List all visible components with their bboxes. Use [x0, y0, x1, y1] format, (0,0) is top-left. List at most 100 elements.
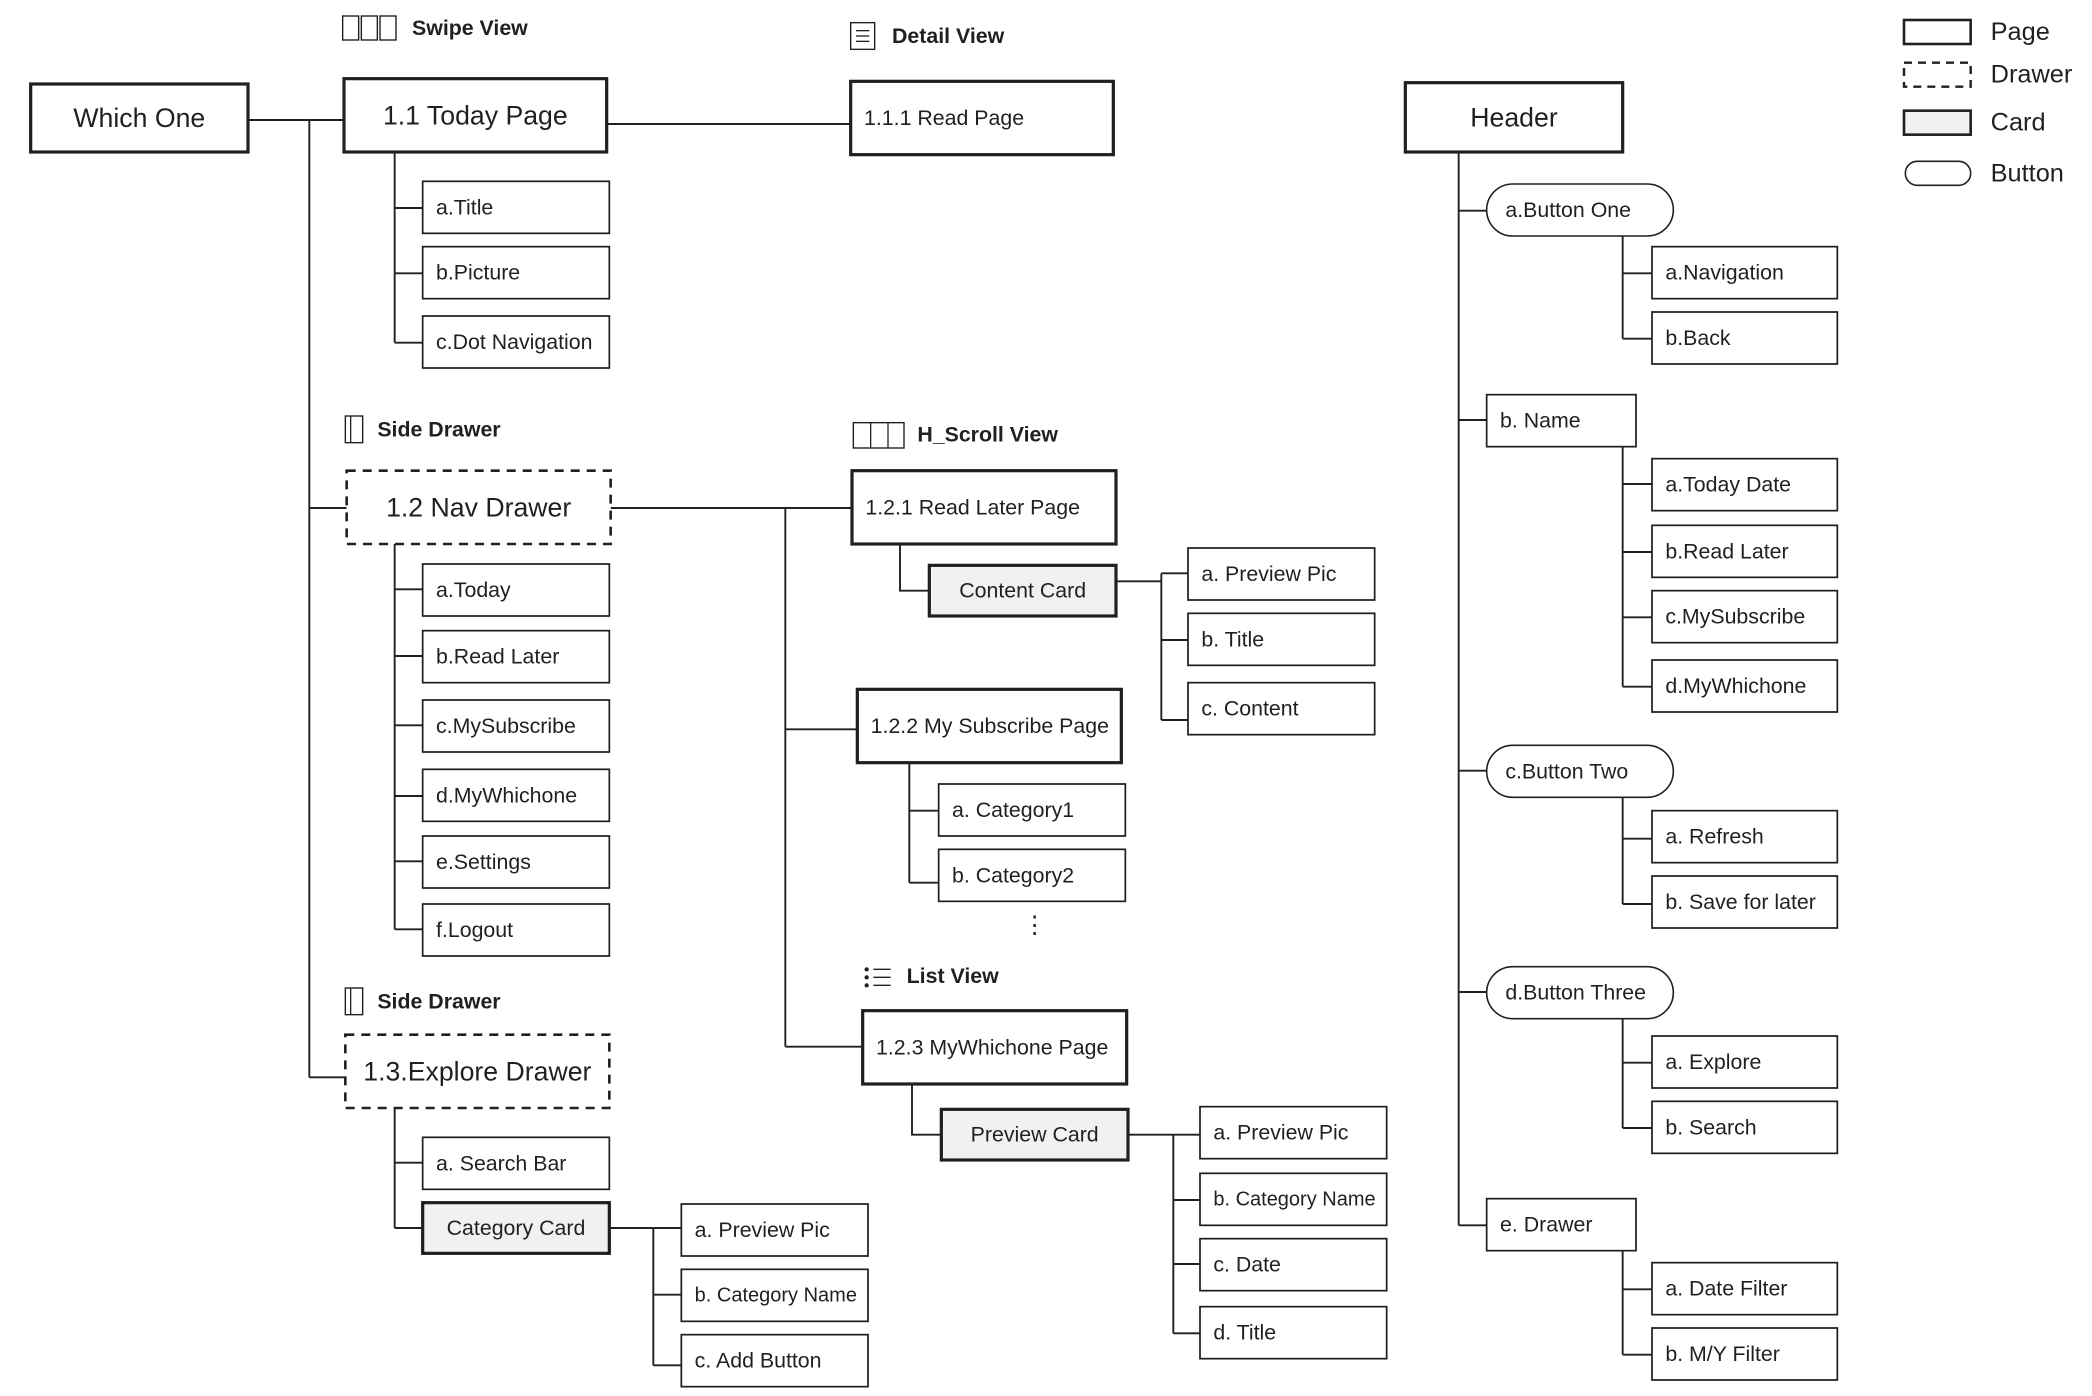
view-label-side-drawer: Side Drawer [377, 417, 500, 441]
node-read-page: 1.1.1 Read Page [849, 79, 1115, 157]
node-label: 1.3.Explore Drawer [363, 1056, 591, 1086]
node-label: 1.1 Today Page [383, 100, 568, 130]
node-cat-add: c. Add Button [680, 1333, 869, 1388]
node-btn-two: c.Button Two [1485, 744, 1675, 799]
node-drawer: e. Drawer [1485, 1197, 1637, 1252]
node-nav-mysubscribe: c.MySubscribe [421, 699, 611, 753]
side-drawer-icon [344, 987, 364, 1016]
item-box [1199, 1105, 1388, 1160]
h-scroll-view-icon [852, 421, 905, 449]
node-label: a. Refresh [1665, 825, 1763, 849]
item-box [1651, 659, 1839, 713]
view-label-list: List View [907, 964, 999, 988]
node-label: a.Today [436, 578, 511, 602]
node-label: a.Button One [1505, 198, 1631, 222]
node-cat-name: b. Category Name [680, 1268, 869, 1323]
button-pill [1485, 183, 1675, 237]
page-box [855, 687, 1123, 765]
item-box [1651, 311, 1839, 365]
node-label: d.Button Three [1505, 981, 1646, 1005]
item-box [1199, 1172, 1388, 1227]
item-box [1485, 1197, 1637, 1252]
page-box [342, 77, 609, 154]
legend-label: Drawer [1991, 61, 2073, 89]
item-box [421, 180, 611, 235]
node-label: c. Content [1201, 697, 1298, 721]
legend-item-page: Page [1902, 18, 2050, 46]
node-label: d.MyWhichone [1665, 674, 1806, 698]
legend-item-button: Button [1904, 159, 2064, 187]
node-label: c. Add Button [695, 1349, 822, 1373]
node-label: a. Date Filter [1665, 1277, 1787, 1301]
legend-drawer-swatch [1902, 61, 1972, 88]
item-box [421, 768, 611, 823]
node-label: a. Preview Pic [1213, 1121, 1348, 1145]
item-box [937, 848, 1127, 903]
item-box [1651, 1035, 1839, 1089]
node-btn-three: d.Button Three [1485, 965, 1675, 1020]
node-label: a.Today Date [1665, 473, 1791, 497]
legend-button-swatch [1904, 160, 1972, 187]
node-label: 1.2.3 MyWhichone Page [876, 1035, 1108, 1059]
node-name-mywhichone: d.MyWhichone [1651, 659, 1839, 713]
node-nav-readlater: b.Read Later [421, 629, 611, 684]
node-label: b. M/Y Filter [1665, 1342, 1780, 1366]
node-today-picture: b.Picture [421, 245, 611, 300]
item-box [1187, 547, 1376, 601]
item-box [421, 1136, 611, 1191]
item-box [1651, 1327, 1839, 1381]
node-category-card: Category Card [421, 1201, 611, 1255]
item-box [421, 315, 611, 369]
item-box [421, 903, 611, 957]
view-label-h-scroll: H_Scroll View [917, 423, 1058, 447]
legend-page-swatch [1902, 18, 1972, 46]
node-label: c.Button Two [1505, 759, 1628, 783]
node-explore-drawer: 1.3.Explore Drawer [344, 1033, 611, 1110]
node-preview-card: Preview Card [939, 1107, 1130, 1162]
page-box [849, 79, 1115, 157]
node-label: b. Search [1665, 1115, 1756, 1139]
node-pc-preview: a. Preview Pic [1199, 1105, 1388, 1160]
item-box [1187, 612, 1376, 667]
item-box [937, 783, 1127, 837]
node-cc-content: c. Content [1187, 681, 1376, 736]
legend-item-card: Card [1902, 109, 2046, 137]
node-today-page: 1.1 Today Page [342, 77, 609, 154]
node-label: a. Explore [1665, 1050, 1761, 1074]
legend-label: Page [1991, 18, 2050, 46]
button-pill [1485, 965, 1675, 1020]
card-box [927, 563, 1118, 618]
node-label: b.Picture [436, 261, 520, 285]
list-view-icon [864, 967, 891, 988]
legend-item-drawer: Drawer [1902, 61, 2073, 89]
node-mywhichone-page: 1.2.3 MyWhichone Page [861, 1009, 1129, 1086]
node-label: b. Save for later [1665, 890, 1816, 914]
page-box [1403, 81, 1625, 154]
item-box [680, 1203, 869, 1257]
node-label: 1.2.1 Read Later Page [865, 495, 1080, 519]
node-label: 1.1.1 Read Page [864, 106, 1024, 130]
item-box [680, 1333, 869, 1388]
item-box [1651, 524, 1839, 579]
node-nav-logout: f.Logout [421, 903, 611, 957]
node-label: Content Card [959, 579, 1086, 603]
node-label: Category Card [447, 1216, 586, 1240]
node-today-title: a.Title [421, 180, 611, 235]
page-box [850, 469, 1118, 546]
node-label: e.Settings [436, 850, 531, 874]
button-pill [1485, 744, 1675, 799]
legend-card-swatch [1902, 109, 1972, 136]
node-nav-drawer: 1.2 Nav Drawer [345, 469, 612, 546]
node-label: a. Search Bar [436, 1151, 566, 1175]
item-box [1651, 245, 1839, 300]
view-label-side-drawer: Side Drawer [377, 989, 500, 1013]
node-pc-title: d. Title [1199, 1305, 1388, 1360]
detail-view-icon [849, 21, 876, 51]
item-box [421, 629, 611, 684]
node-dr-my: b. M/Y Filter [1651, 1327, 1839, 1381]
side-drawer-icon [344, 415, 364, 444]
node-nav-settings: e.Settings [421, 835, 611, 889]
node-sub-cat1: a. Category1 [937, 783, 1127, 837]
